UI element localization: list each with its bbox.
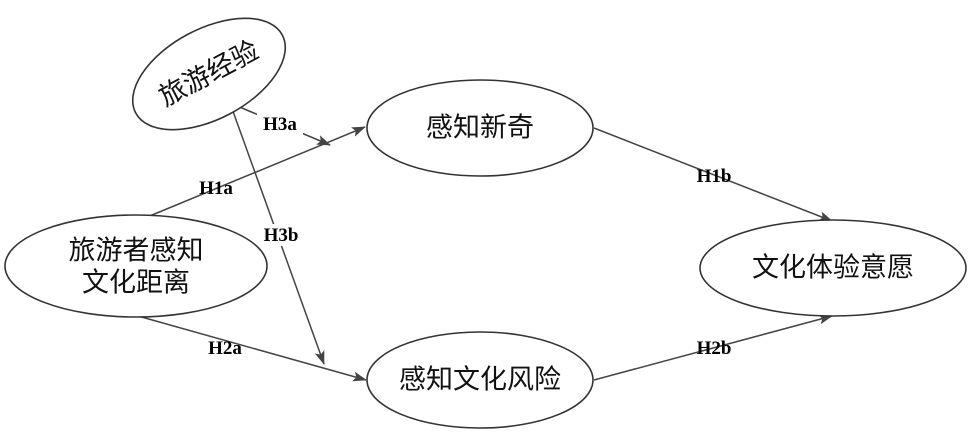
node-cultural-experience-intention: 文化体验意愿 <box>699 219 967 317</box>
node-perceived-cultural-risk-ellipse <box>366 331 594 429</box>
edge-h1b-line <box>593 127 833 222</box>
edge-label-h1a: H1a <box>199 178 233 199</box>
node-perceived-novelty-label: 感知新奇 <box>426 113 534 144</box>
node-perceived-cultural-distance-ellipse <box>4 214 268 318</box>
edge-h2a-line <box>137 315 367 382</box>
node-perceived-novelty: 感知新奇 <box>366 79 594 177</box>
node-cultural-experience-intention-label: 文化体验意愿 <box>752 253 914 284</box>
node-travel-experience: 旅游经验 <box>131 17 287 131</box>
node-perceived-cultural-distance-label-line1: 旅游者感知 <box>69 236 204 267</box>
node-cultural-experience-intention-ellipse <box>699 219 967 317</box>
edge-label-h1b: H1b <box>697 166 732 187</box>
node-perceived-cultural-distance-label-line2: 文化距离 <box>82 268 190 299</box>
node-perceived-novelty-ellipse <box>366 79 594 177</box>
edge-label-h3a: H3a <box>263 114 297 135</box>
edge-h1a-line <box>139 126 366 221</box>
edge-labels-group: H1a H2a H1b H2b H3a H3b <box>199 113 731 359</box>
edge-label-h2b: H2b <box>697 338 732 359</box>
node-travel-experience-ellipse <box>131 17 287 131</box>
node-perceived-cultural-risk: 感知文化风险 <box>366 331 594 429</box>
edge-label-h3a-bg <box>257 113 303 135</box>
node-perceived-cultural-risk-label: 感知文化风险 <box>399 365 561 396</box>
edge-label-h3b-bg <box>258 224 304 246</box>
edge-label-h3b: H3b <box>264 225 299 246</box>
edge-h2b-line <box>593 314 833 381</box>
node-perceived-cultural-distance: 旅游者感知 文化距离 <box>4 214 268 318</box>
edge-label-h2a: H2a <box>208 338 242 359</box>
